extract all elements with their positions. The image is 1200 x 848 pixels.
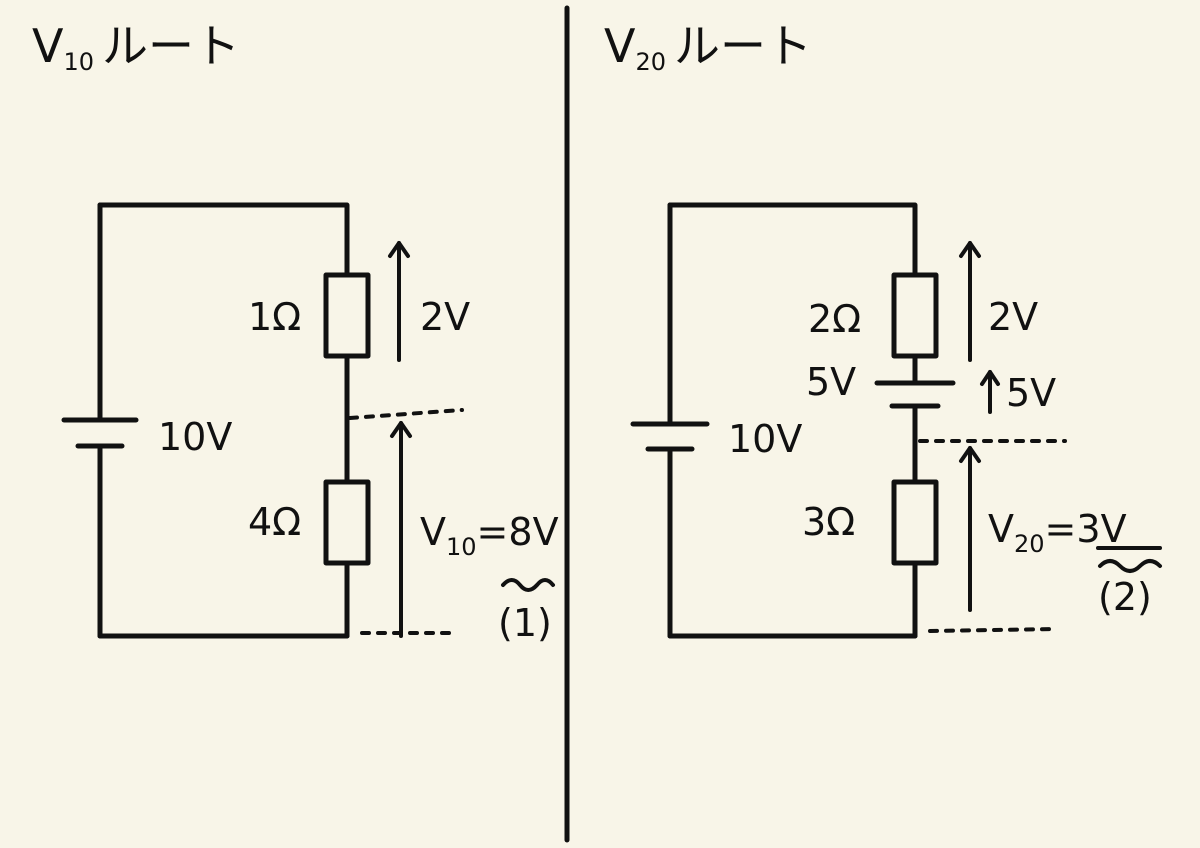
right-voltage-top-label: 2V	[988, 295, 1038, 339]
left-arrow-long-head-icon	[390, 421, 412, 438]
right-resistor-top-label: 2Ω	[808, 297, 861, 341]
left-resistor-top-label: 1Ω	[248, 295, 301, 339]
right-resistor-bottom-label: 3Ω	[802, 500, 855, 544]
left-mark-label: (1)	[498, 601, 552, 645]
right-battery-arrow-label: 5V	[1006, 371, 1056, 415]
left-resistor-bottom	[323, 479, 371, 566]
left-resistor-top	[323, 272, 371, 359]
left-voltage-top-label: 2V	[420, 295, 470, 339]
right-battery-label: 5V	[806, 360, 856, 404]
right-arrow-up-head-icon	[959, 241, 981, 258]
left-resistor-bottom-label: 4Ω	[248, 500, 301, 544]
right-wire-top	[667, 202, 918, 278]
right-mark-label: (2)	[1098, 575, 1152, 619]
left-result-label: V10=8V	[420, 510, 559, 561]
right-battery-arrow-head-icon	[980, 370, 1000, 386]
right-underline-wave	[1098, 559, 1162, 573]
left-underline-wave	[501, 578, 555, 592]
left-arrow-up-head-icon	[388, 241, 410, 258]
left-source-label: 10V	[158, 415, 232, 459]
right-arrow-long-head-icon	[959, 446, 981, 463]
right-dash-lower	[928, 627, 1057, 633]
right-resistor-top	[891, 272, 939, 359]
right-result-label: V20=3V	[988, 507, 1127, 558]
right-source-label: 10V	[728, 417, 802, 461]
right-resistor-bottom	[891, 479, 939, 566]
left-wire-top	[97, 202, 350, 278]
left-dash-upper	[348, 408, 464, 420]
